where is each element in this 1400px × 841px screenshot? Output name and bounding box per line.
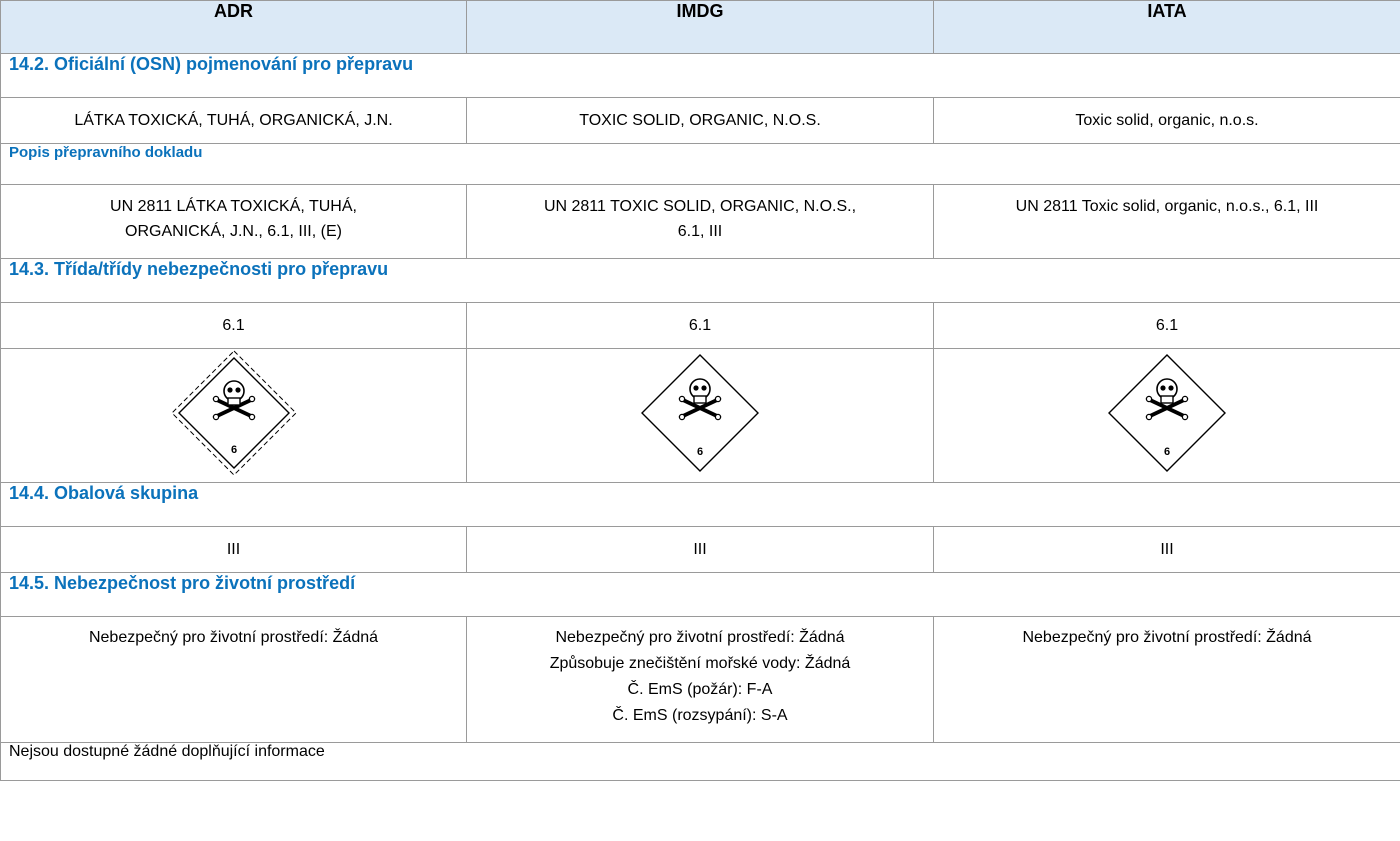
placard-class-number: 6	[230, 444, 236, 456]
table-row: Nebezpečný pro životní prostředí: Žádná …	[0, 616, 1400, 743]
toxic-diamond-icon: 6	[641, 354, 759, 472]
column-header-adr: ADR	[0, 0, 467, 54]
section-row: 14.4. Obalová skupina	[0, 482, 1400, 527]
section-title-14-5: 14.5. Nebezpečnost pro životní prostředí	[0, 572, 1400, 617]
document-description-imdg: UN 2811 TOXIC SOLID, ORGANIC, N.O.S., 6.…	[466, 184, 934, 259]
table-row: 6.1 6.1 6.1	[0, 302, 1400, 349]
section-title-14-3: 14.3. Třída/třídy nebezpečnosti pro přep…	[0, 258, 1400, 303]
text-line: 6.1, III	[677, 223, 723, 240]
packing-group-imdg: III	[466, 526, 934, 573]
skull-crossbones-icon	[1145, 378, 1189, 421]
hazard-class-iata: 6.1	[933, 302, 1400, 349]
column-header-iata: IATA	[933, 0, 1400, 54]
shipping-name-imdg: TOXIC SOLID, ORGANIC, N.O.S.	[466, 97, 934, 144]
toxic-diamond-icon: 6	[1108, 354, 1226, 472]
text-line: Nebezpečný pro životní prostředí: Žádná	[1022, 629, 1312, 646]
section-title-14-4: 14.4. Obalová skupina	[0, 482, 1400, 527]
environmental-hazard-iata: Nebezpečný pro životní prostředí: Žádná	[933, 616, 1400, 743]
skull-crossbones-icon	[678, 378, 722, 421]
text-line: Nebezpečný pro životní prostředí: Žádná	[555, 629, 845, 646]
text-line: Způsobuje znečištění mořské vody: Žádná	[549, 655, 851, 672]
transport-info-table: ADR IMDG IATA 14.2. Oficiální (OSN) pojm…	[0, 0, 1400, 781]
additional-info-note: Nejsou dostupné žádné doplňující informa…	[0, 742, 1400, 781]
section-row: 14.3. Třída/třídy nebezpečnosti pro přep…	[0, 258, 1400, 303]
skull-crossbones-icon	[212, 380, 255, 421]
text-line: UN 2811 Toxic solid, organic, n.o.s., 6.…	[1015, 198, 1319, 215]
table-row: UN 2811 LÁTKA TOXICKÁ, TUHÁ, ORGANICKÁ, …	[0, 184, 1400, 259]
section-title-14-2: 14.2. Oficiální (OSN) pojmenování pro př…	[0, 53, 1400, 98]
column-header-imdg: IMDG	[466, 0, 934, 54]
text-line: UN 2811 TOXIC SOLID, ORGANIC, N.O.S.,	[543, 198, 857, 215]
text-line: ORGANICKÁ, J.N., 6.1, III, (E)	[125, 223, 342, 240]
placard-class-number: 6	[697, 446, 703, 458]
placard-class-number: 6	[1164, 446, 1170, 458]
section-row: Popis přepravního dokladu	[0, 143, 1400, 185]
shipping-name-iata: Toxic solid, organic, n.o.s.	[933, 97, 1400, 144]
placard-cell-imdg: 6	[466, 348, 934, 483]
pictogram-row: 6 6	[0, 348, 1400, 483]
toxic-diamond-icon: 6	[170, 350, 297, 476]
section-title-transport-document: Popis přepravního dokladu	[0, 143, 1400, 185]
hazard-class-adr: 6.1	[0, 302, 467, 349]
placard-cell-adr: 6	[0, 348, 467, 483]
section-row: 14.2. Oficiální (OSN) pojmenování pro př…	[0, 53, 1400, 98]
environmental-hazard-imdg: Nebezpečný pro životní prostředí: Žádná …	[466, 616, 934, 743]
text-line: Nebezpečný pro životní prostředí: Žádná	[88, 629, 379, 646]
footer-row: Nejsou dostupné žádné doplňující informa…	[0, 742, 1400, 781]
hazard-class-imdg: 6.1	[466, 302, 934, 349]
document-description-iata: UN 2811 Toxic solid, organic, n.o.s., 6.…	[933, 184, 1400, 259]
environmental-hazard-adr: Nebezpečný pro životní prostředí: Žádná	[0, 616, 467, 743]
table-row: III III III	[0, 526, 1400, 573]
document-description-adr: UN 2811 LÁTKA TOXICKÁ, TUHÁ, ORGANICKÁ, …	[0, 184, 467, 259]
placard-cell-iata: 6	[933, 348, 1400, 483]
packing-group-adr: III	[0, 526, 467, 573]
shipping-name-adr: LÁTKA TOXICKÁ, TUHÁ, ORGANICKÁ, J.N.	[0, 97, 467, 144]
text-line: Č. EmS (rozsypání): S-A	[612, 707, 788, 724]
section-row: 14.5. Nebezpečnost pro životní prostředí	[0, 572, 1400, 617]
text-line: UN 2811 LÁTKA TOXICKÁ, TUHÁ,	[110, 198, 357, 215]
text-line: Č. EmS (požár): F-A	[627, 681, 773, 698]
table-row: LÁTKA TOXICKÁ, TUHÁ, ORGANICKÁ, J.N. TOX…	[0, 97, 1400, 144]
packing-group-iata: III	[933, 526, 1400, 573]
column-header-row: ADR IMDG IATA	[0, 0, 1400, 54]
